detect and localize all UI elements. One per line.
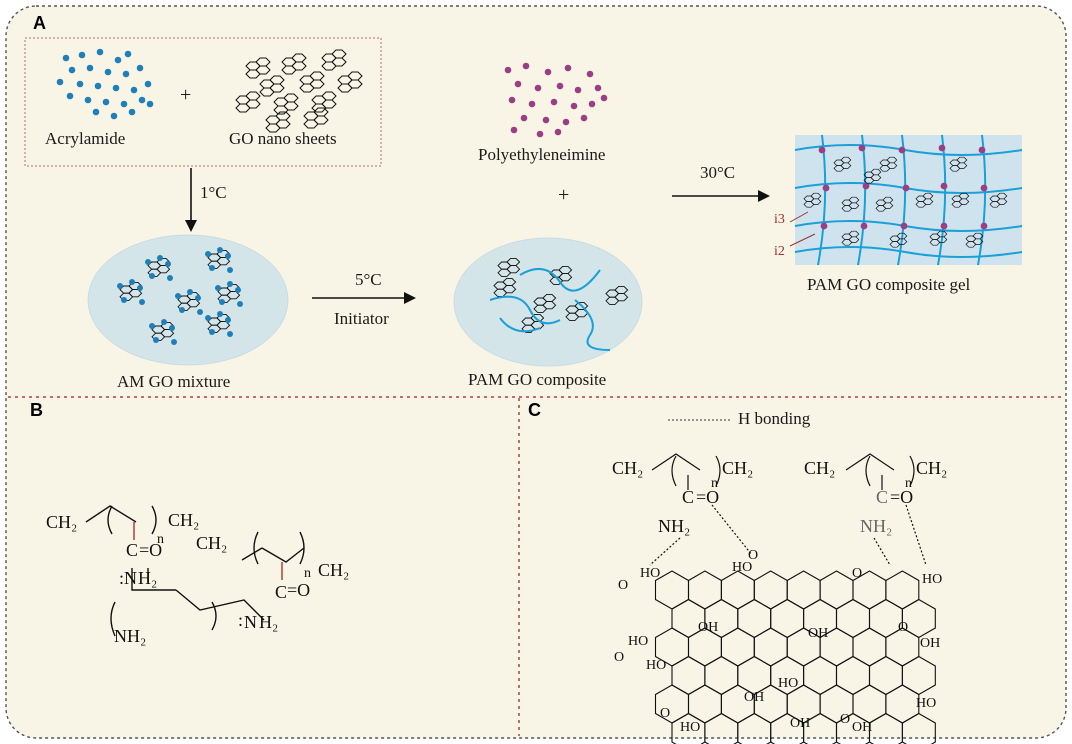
temperature-label-1: 1°C: [200, 183, 227, 202]
chem-oxygen: =O: [287, 580, 311, 600]
reactant-box: [24, 37, 382, 167]
chem-nh2: NH₂: [114, 626, 147, 646]
acrylamide-label: Acrylamide: [45, 129, 126, 148]
pei-dots: [504, 62, 608, 138]
chem-carbon: C: [876, 487, 889, 507]
gel-label: PAM GO composite gel: [807, 275, 971, 294]
chem-group-label: OH: [744, 690, 765, 705]
chem-ch2: CH₂: [722, 458, 754, 478]
initiator-label: Initiator: [334, 309, 389, 328]
chem-subscript-n: n: [157, 532, 164, 547]
pei-label: Polyethyleneimine: [478, 145, 606, 164]
chem-ch2: CH₂: [196, 533, 228, 553]
panel-label-c: C: [528, 400, 541, 420]
chem-subscript-n: n: [304, 566, 311, 581]
go-am-clusters: [117, 247, 243, 345]
chem-nh2: NH₂: [860, 516, 893, 536]
panel-b-structure: [85, 505, 305, 637]
chem-subscript-n: n: [905, 476, 912, 491]
chem-group-label: HO: [916, 696, 937, 711]
chem-group-label: O: [660, 706, 671, 721]
go-nano-sheets-label: GO nano sheets: [229, 129, 337, 148]
h-bonding-legend: H bonding: [738, 409, 811, 428]
arrow-right-icon: [672, 190, 770, 202]
chem-group-label: HO: [732, 560, 753, 575]
chem-nitrogen: N: [124, 568, 137, 588]
chem-oxygen: =O: [696, 487, 720, 507]
plus-sign: +: [558, 184, 570, 206]
i2-label: i2: [774, 244, 785, 259]
am-go-mixture-label: AM GO mixture: [117, 372, 231, 391]
chem-ch2: CH₂: [168, 510, 200, 530]
chem-nitrogen: N: [244, 612, 257, 632]
chem-h2: H₂: [259, 612, 279, 632]
chem-colon: :: [238, 610, 244, 630]
chem-group-label: OH: [698, 620, 719, 635]
arrow-down-icon: [185, 168, 197, 232]
chem-ch2: CH₂: [318, 560, 350, 580]
panel-label-a: A: [33, 13, 46, 33]
chem-carbon: C: [275, 582, 288, 602]
chem-group-label: O: [618, 578, 629, 593]
chem-group-label: HO: [778, 676, 799, 691]
chem-subscript-n: n: [711, 476, 718, 491]
chem-group-label: HO: [640, 566, 661, 581]
am-go-mixture-circle: [87, 234, 289, 366]
chem-oxygen: =O: [139, 540, 163, 560]
chem-group-label: HO: [628, 634, 649, 649]
chem-group-label: OH: [790, 716, 811, 731]
gel-network-lines: [794, 134, 1023, 266]
chem-group-label: HO: [922, 572, 943, 587]
chem-group-label: O: [898, 620, 909, 635]
chem-nh2: NH₂: [658, 516, 691, 536]
temperature-label-2: 5°C: [355, 270, 382, 289]
chem-group-label: HO: [646, 658, 667, 673]
chem-group-label: O: [748, 548, 759, 563]
chem-carbon: C: [682, 487, 695, 507]
arrow-right-icon: [312, 292, 416, 304]
chem-ch2: CH₂: [916, 458, 948, 478]
chem-colon: :: [119, 568, 125, 588]
graphene-oxide-sheet: [654, 570, 936, 744]
polymer-chains: [489, 257, 629, 351]
chem-group-label: OH: [852, 720, 873, 735]
chem-ch2: CH₂: [46, 512, 78, 532]
chem-ch2: CH₂: [612, 458, 644, 478]
chem-ch2: CH₂: [804, 458, 836, 478]
chem-group-label: O: [852, 566, 863, 581]
chem-group-label: HO: [680, 720, 701, 735]
chem-group-label: O: [614, 650, 625, 665]
panel-c-structure: [649, 453, 927, 566]
chem-h2: H₂: [138, 568, 158, 588]
acrylamide-dots: [56, 48, 154, 120]
panel-label-b: B: [30, 400, 43, 420]
pam-go-composite-label: PAM GO composite: [468, 370, 607, 389]
chem-group-label: OH: [808, 626, 829, 641]
temperature-label-3: 30°C: [700, 163, 736, 182]
plus-sign: +: [180, 84, 192, 106]
chem-carbon: C: [126, 540, 139, 560]
i3-label: i3: [774, 212, 785, 227]
chem-oxygen: =O: [890, 487, 914, 507]
chem-group-label: OH: [920, 636, 941, 651]
pointer-arrow-icon: [789, 211, 816, 247]
chem-group-label: O: [840, 712, 851, 727]
